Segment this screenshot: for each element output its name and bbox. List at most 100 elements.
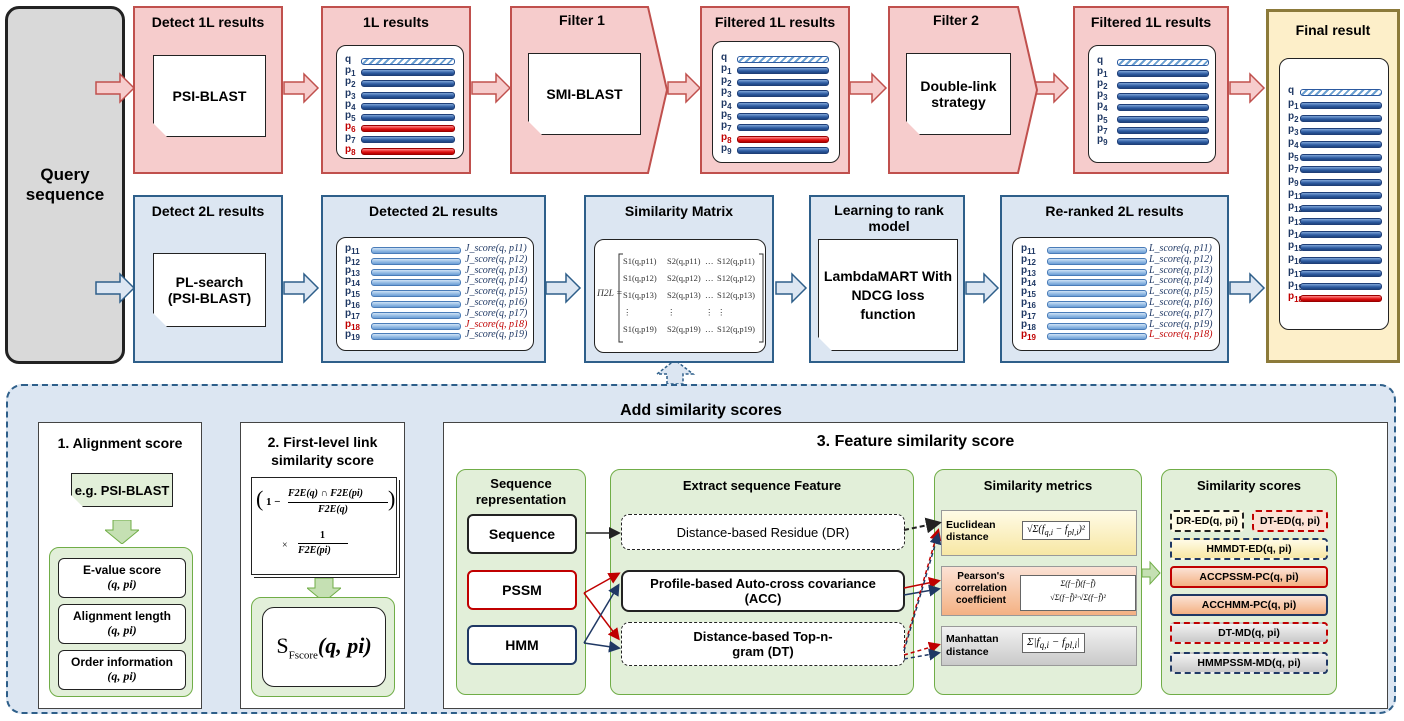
detect-1l-panel: Detect 1L results PSI-BLAST <box>133 6 283 174</box>
score-row-value: L_score(q, p17) <box>1149 307 1213 319</box>
list-item-bar <box>1300 192 1382 200</box>
list-item-bar <box>737 113 829 120</box>
seqrep-sequence: Sequence <box>467 514 577 554</box>
list-item-label: p16 <box>1288 252 1304 266</box>
score-row-value: J_score(q, p15) <box>465 286 528 298</box>
list-item-label: p4 <box>1097 100 1108 114</box>
list-item-label: p3 <box>721 86 732 100</box>
list-item-bar <box>361 147 455 155</box>
score-row-value: J_score(q, p11) <box>465 243 527 254</box>
score-row-bar <box>371 257 461 265</box>
list-q-label: q <box>1097 55 1104 66</box>
list-q-label: q <box>721 52 728 63</box>
list-item-label: p12 <box>1288 201 1304 215</box>
list-item-bar <box>1117 138 1209 146</box>
first-level-formula-box: ( 1 − F2E(q) ∩ F2E(pi) F2E(q) ) × 1 F2E(… <box>251 477 397 575</box>
matrix-cell: … <box>705 256 714 266</box>
matrix-cell: S1(q,p13) <box>623 290 657 300</box>
alignment-feature-name: Order information <box>70 655 173 669</box>
score-row-value: L_score(q, p15) <box>1149 286 1213 298</box>
score-row-label: p17 <box>1021 307 1037 321</box>
score-row-label: p11 <box>345 243 360 256</box>
list-item-bar <box>1117 70 1209 78</box>
similarity-score-item: ACCPSSM-PC(q, pi) <box>1170 566 1328 588</box>
similarity-score-item: HMMDT-ED(q, pi) <box>1170 538 1328 560</box>
score-row-label: p16 <box>345 297 361 310</box>
alignment-feature-name: Alignment length <box>73 609 171 623</box>
results-1l-title: 1L results <box>363 14 429 30</box>
fscore-outer: SFscore(q, pi) <box>251 597 395 697</box>
list-item-bar <box>1300 230 1382 238</box>
detect-2l-panel: Detect 2L results PL-search (PSI-BLAST) <box>133 195 283 363</box>
seqrep-title: Sequence representation <box>475 476 567 507</box>
pl-search-label: PL-search (PSI-BLAST) <box>167 274 252 306</box>
list-item-bar <box>737 147 829 155</box>
list-item-bar <box>1300 256 1382 264</box>
list-item-bar <box>737 135 829 143</box>
learning-to-rank-title: Learning to rank model <box>834 202 944 234</box>
list-item-label: p1 <box>345 65 356 79</box>
alignment-feature-arg: (q, pi) <box>107 623 137 637</box>
matrix-cell: … <box>705 324 714 334</box>
list-item-label: p5 <box>721 109 732 122</box>
score-row-bar <box>371 268 461 276</box>
similarity-score-item: DT-ED(q, pi) <box>1252 510 1328 532</box>
feature-connectors <box>583 517 1161 661</box>
score-row-value: L_score(q, p19) <box>1149 318 1213 330</box>
alignment-features-box: E-value score(q, pi)Alignment length(q, … <box>49 547 193 697</box>
list-q-label: q <box>1288 85 1295 96</box>
score-row-value: J_score(q, p17) <box>465 307 528 319</box>
score-row-value: J_score(q, p18) <box>465 318 528 330</box>
similarity-matrix-title: Similarity Matrix <box>624 203 734 219</box>
similarity-metrics-panel: Similarity metrics Euclidean distance √Σ… <box>934 469 1142 695</box>
learning-to-rank-panel: Learning to rank model LambdaMART With N… <box>809 195 965 363</box>
reranked-2l-title: Re-ranked 2L results <box>1045 203 1184 219</box>
fscore-label: SFscore(q, pi) <box>276 632 372 662</box>
list-item-label: p15 <box>1288 239 1304 253</box>
list-q-label: q <box>345 54 352 65</box>
pl-search-box: PL-search (PSI-BLAST) <box>153 253 266 327</box>
list-item-label: p2 <box>721 74 732 88</box>
list-item-bar <box>1300 114 1382 122</box>
formula-times: × <box>282 540 288 551</box>
list-item-label: p3 <box>1097 88 1108 102</box>
list-q-bar <box>1300 89 1382 96</box>
final-result-title: Final result <box>1295 22 1371 38</box>
similarity-matrix-panel: Similarity Matrix Π2L = S1(q,p11)S2(q,p1… <box>584 195 774 363</box>
score-row-bar <box>371 279 461 287</box>
formula-den: F2E(q) <box>318 504 348 515</box>
score-row-label: p12 <box>1021 253 1037 267</box>
filter-1-panel: Filter 1 SMI-BLAST <box>510 6 668 174</box>
similarity-score-item: DT-MD(q, pi) <box>1170 622 1328 644</box>
first-level-panel: 2. First-level link similarity score ( 1… <box>240 422 405 709</box>
list-item-bar <box>361 125 455 133</box>
list-item-bar <box>737 90 829 98</box>
list-item-label: p7 <box>721 120 732 134</box>
list-item-bar <box>1300 243 1382 251</box>
list-item-bar <box>737 78 829 86</box>
filter-2-panel: Filter 2 Double-link strategy <box>888 6 1038 174</box>
smi-blast-label: SMI-BLAST <box>546 86 623 102</box>
alignment-feature-item: Order information(q, pi) <box>58 650 186 690</box>
psi-blast-label: PSI-BLAST <box>172 88 247 104</box>
list-item-bar <box>361 69 455 77</box>
similarity-score-item: DR-ED(q, pi) <box>1170 510 1244 532</box>
list-item-label: p1 <box>1288 97 1299 111</box>
list-item-label: p1 <box>721 63 732 77</box>
score-row-bar <box>1047 311 1147 319</box>
feature-similarity-panel: 3. Feature similarity score Sequence rep… <box>443 422 1388 709</box>
list-item-label: p17 <box>1288 265 1304 279</box>
list-item-label: p4 <box>345 98 356 112</box>
list-item-label: p6 <box>345 121 356 135</box>
score-row-label: p11 <box>1021 243 1036 256</box>
add-similarity-title: Add similarity scores <box>620 402 782 419</box>
score-row-value: J_score(q, p19) <box>465 329 528 341</box>
first-level-title: 2. First-level link similarity score <box>267 434 378 468</box>
lambdamart-label: LambdaMART With NDCG loss function <box>823 267 953 322</box>
score-row-bar <box>1047 301 1147 308</box>
double-link-box: Double-link strategy <box>906 53 1011 135</box>
